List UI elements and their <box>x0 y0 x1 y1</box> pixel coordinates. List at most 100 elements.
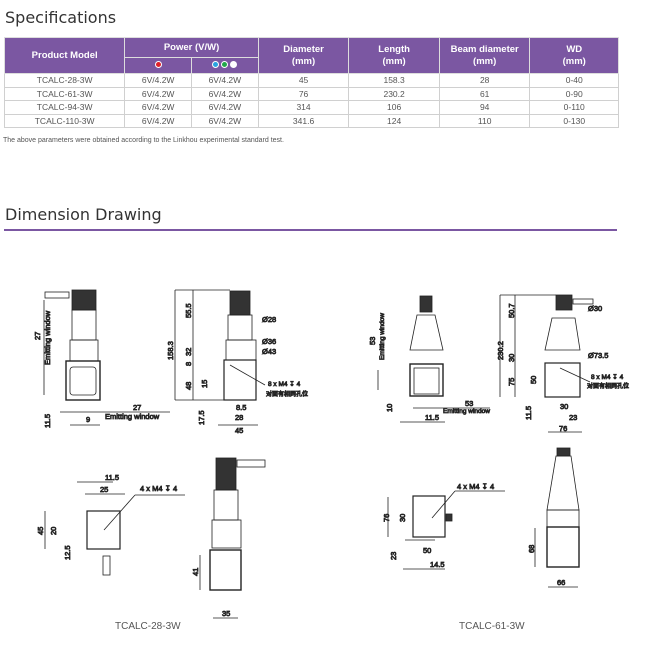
cell-diameter: 314 <box>257 100 350 115</box>
dim-label: 11.5 <box>425 413 439 422</box>
d28-side2-view: 41 35 <box>191 457 266 619</box>
cell-beam: 110 <box>438 113 531 128</box>
power-bgw-header <box>191 57 259 74</box>
dim-label: 对面有相同孔位 <box>587 382 629 390</box>
dim-label: 76 <box>559 424 567 433</box>
dim-label: 30 <box>507 354 516 362</box>
d28-front-view: 27 Emitting window 11.5 9 27 Emitting wi… <box>33 289 170 428</box>
spec-table: Product Model Power (V/W) Diameter(mm) L… <box>3 37 619 128</box>
d28-top-view: 11.5 25 4 x M4 ↧ 4 45 20 12.5 <box>36 473 185 576</box>
dim-label: 4 x M4 ↧ 4 <box>457 482 494 491</box>
dim-label: 66 <box>557 578 565 587</box>
header-wd: WD(mm) <box>529 37 619 74</box>
cell-wd: 0-90 <box>529 86 619 101</box>
caption-tcalc-61: TCALC-61-3W <box>459 621 525 632</box>
dim-label: 9 <box>86 415 90 424</box>
cell-p1: 6V/4.2W <box>124 86 193 101</box>
cell-diameter: 45 <box>257 73 350 88</box>
dim-label: Ø30 <box>588 304 602 313</box>
dim-label: 41 <box>191 568 200 576</box>
dimension-drawing-heading: Dimension Drawing <box>5 205 162 224</box>
cell-p2: 6V/4.2W <box>191 73 259 88</box>
dim-label: 50 <box>423 546 431 555</box>
dim-label: 27 <box>33 332 42 340</box>
dim-label: 30 <box>560 402 568 411</box>
header-model: Product Model <box>3 37 126 74</box>
dim-label: 17.5 <box>197 410 206 425</box>
dim-label: Ø43 <box>262 347 276 356</box>
dim-label: 15 <box>200 380 209 388</box>
cell-length: 158.3 <box>348 73 440 88</box>
dim-label: 14.5 <box>430 560 445 569</box>
dim-label: 45 <box>235 426 243 435</box>
dim-label: 28 <box>235 413 243 422</box>
dimension-drawings: 27 Emitting window 11.5 9 27 Emitting wi… <box>33 289 629 619</box>
cell-beam: 94 <box>438 100 531 115</box>
dim-label: 27 <box>133 403 141 412</box>
caption-tcalc-28: TCALC-28-3W <box>115 621 181 632</box>
dim-label: 25 <box>100 485 108 494</box>
cell-length: 124 <box>348 113 440 128</box>
red-dot-icon <box>154 60 162 68</box>
white-dot-icon <box>230 60 238 68</box>
cell-p1: 6V/4.2W <box>124 113 193 128</box>
header-power: Power (V/W) <box>124 37 259 58</box>
d61-front-view: 53 Emitting window 10 11.5 53 Emitting w… <box>368 295 491 423</box>
cell-wd: 0-130 <box>529 113 619 128</box>
dim-label: 20 <box>49 527 58 535</box>
dim-label: 8 <box>184 362 193 366</box>
cell-model: TCALC-110-3W <box>3 113 126 128</box>
dim-label: 75 <box>507 378 516 386</box>
dim-label: 55.5 <box>184 303 193 318</box>
dim-label: Emitting window <box>43 310 52 365</box>
dim-label: Ø73.5 <box>588 351 608 360</box>
dim-label: 11.5 <box>43 414 52 428</box>
cell-p2: 6V/4.2W <box>191 100 259 115</box>
cell-p2: 6V/4.2W <box>191 113 259 128</box>
dim-label: 50 <box>529 376 538 384</box>
dim-label: 23 <box>389 552 398 560</box>
header-length: Length(mm) <box>348 37 440 74</box>
dim-label: 32 <box>184 348 193 356</box>
cell-p1: 6V/4.2W <box>124 73 193 88</box>
cell-model: TCALC-28-3W <box>3 73 126 88</box>
dim-label: 48 <box>184 382 193 390</box>
dim-label: 230.2 <box>496 341 505 360</box>
dim-label: 8 x M4 ↧ 4 <box>591 373 624 381</box>
cell-diameter: 76 <box>257 86 350 101</box>
dim-label: 76 <box>382 514 391 522</box>
cell-diameter: 341.6 <box>257 113 350 128</box>
dim-label: 对面有相同孔位 <box>266 390 308 398</box>
dim-label: 4 x M4 ↧ 4 <box>140 484 177 493</box>
blue-dot-icon <box>212 60 220 68</box>
specifications-heading: Specifications <box>5 8 117 27</box>
cell-length: 106 <box>348 100 440 115</box>
cell-beam: 61 <box>438 86 531 101</box>
dim-label: 23 <box>569 413 577 422</box>
spec-note: The above parameters were obtained accor… <box>3 137 284 144</box>
d61-side-view: 230.2 50.7 30 75 50 11.5 Ø30 Ø73.5 8 x M… <box>496 294 629 433</box>
dim-label: 10 <box>385 404 394 412</box>
d61-side2-view: 68 66 <box>527 447 580 588</box>
dim-label: 45 <box>36 527 45 535</box>
power-red-header <box>124 57 193 74</box>
header-diameter: Diameter(mm) <box>257 37 350 74</box>
dim-label: 12.5 <box>63 545 72 560</box>
d28-side-view: 158.3 55.5 32 8 48 15 17.5 Ø28 Ø36 Ø43 8… <box>166 289 308 435</box>
cell-wd: 0-110 <box>529 100 619 115</box>
cell-model: TCALC-94-3W <box>3 100 126 115</box>
header-beam-diameter: Beam diameter(mm) <box>438 37 531 74</box>
dim-label: Ø36 <box>262 337 276 346</box>
dim-label: Emitting window <box>379 313 386 360</box>
cell-model: TCALC-61-3W <box>3 86 126 101</box>
dim-label: Ø28 <box>262 315 276 324</box>
d61-top-view: 4 x M4 ↧ 4 76 30 23 50 14.5 <box>382 482 505 570</box>
dim-label: 35 <box>222 609 230 618</box>
dim-label: 8.5 <box>236 403 246 412</box>
cell-p1: 6V/4.2W <box>124 100 193 115</box>
dim-label: 30 <box>398 514 407 522</box>
